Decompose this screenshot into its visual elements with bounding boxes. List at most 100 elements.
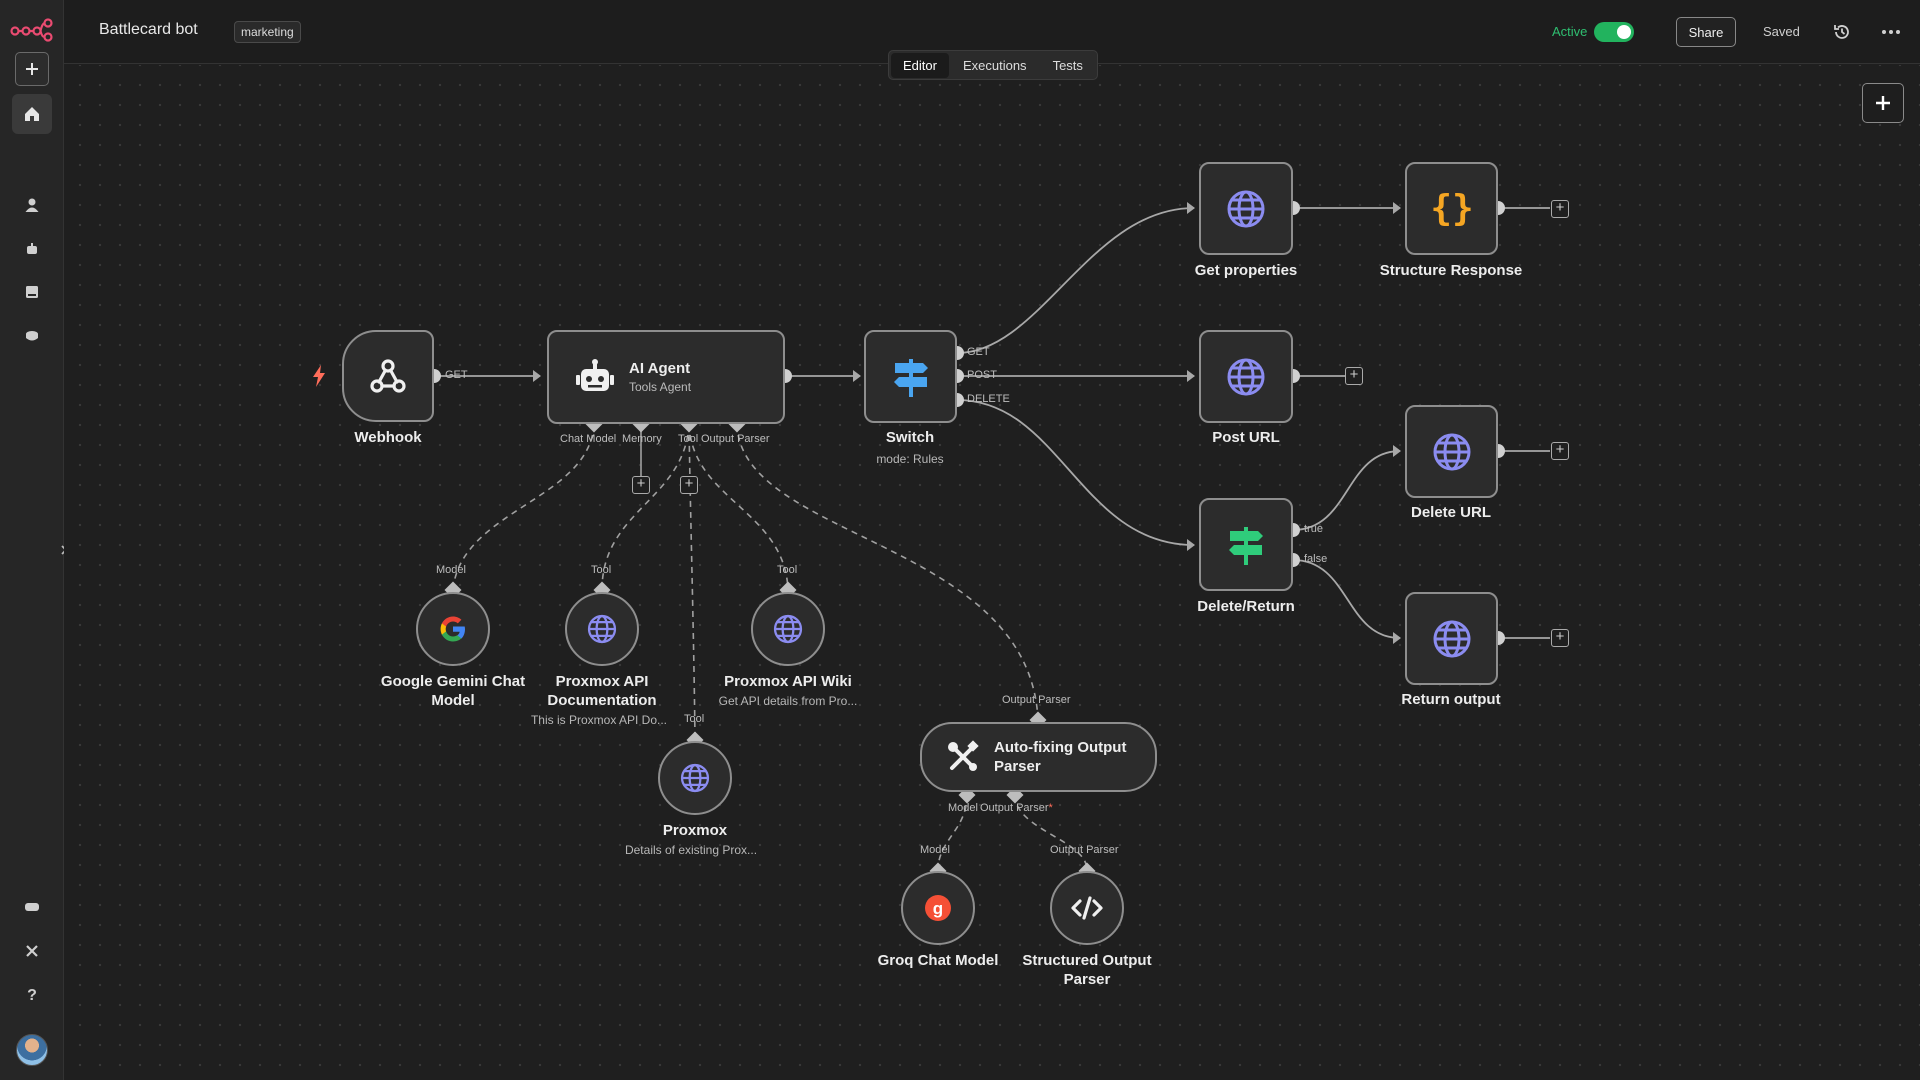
- globe-icon: [773, 614, 803, 644]
- add-after-structure-button[interactable]: +: [1551, 200, 1569, 218]
- braces-icon: {}: [1431, 188, 1473, 229]
- node-switch[interactable]: [864, 330, 957, 423]
- globe-icon: [1433, 433, 1470, 470]
- svg-text:{}: {}: [1431, 188, 1473, 229]
- svg-text:g: g: [933, 899, 943, 918]
- globe-icon: [1227, 358, 1265, 395]
- add-after-delete-button[interactable]: +: [1551, 442, 1569, 460]
- port-label-switch-get: GET: [967, 346, 990, 358]
- sidebar-item-templates[interactable]: [12, 272, 52, 312]
- edge-agent-tool-wiki: [688, 423, 789, 591]
- sidebar-item-home[interactable]: [12, 94, 52, 134]
- edge-if-false: [1292, 559, 1401, 639]
- port-label-output-parser-in: Output Parser: [1002, 694, 1071, 706]
- port-label-switch-delete: DELETE: [967, 393, 1010, 405]
- edge-agent-output-parser: [736, 423, 1039, 721]
- add-after-return-button[interactable]: +: [1551, 629, 1569, 647]
- code-icon: [1071, 896, 1103, 920]
- cloud-icon: [25, 903, 39, 911]
- x-icon: [26, 945, 38, 957]
- add-workflow-button[interactable]: [15, 52, 49, 86]
- signpost-icon: [893, 358, 928, 397]
- node-autofix-title-line2: Parser: [994, 758, 1041, 775]
- node-webhook[interactable]: [342, 330, 434, 422]
- port-label-autofix-model: Model: [948, 802, 978, 814]
- globe-icon: [1227, 190, 1265, 227]
- node-structure-response[interactable]: {}: [1405, 162, 1498, 255]
- node-post-url-label: Post URL: [1212, 429, 1280, 446]
- edge-agent-tool-doc: [601, 423, 690, 591]
- port-label-groq-model: Model: [920, 844, 950, 856]
- robot-icon: [576, 359, 614, 391]
- add-memory-button[interactable]: +: [632, 476, 650, 494]
- workflow-title[interactable]: Battlecard bot: [99, 21, 198, 38]
- sidebar-item-variables[interactable]: [12, 316, 52, 356]
- node-structured-output-parser[interactable]: [1050, 871, 1124, 945]
- robot-small-icon: [27, 243, 37, 254]
- sidebar-item-project[interactable]: [12, 229, 52, 269]
- sidebar-item-help[interactable]: ?: [12, 974, 52, 1014]
- node-groq-chat-model[interactable]: g: [901, 871, 975, 945]
- node-switch-subtitle: mode: Rules: [876, 452, 944, 466]
- node-proxmox-api-documentation[interactable]: [565, 592, 639, 666]
- workflow-tag[interactable]: marketing: [234, 21, 301, 43]
- top-bar: Battlecard bot marketing Active Share Sa…: [64, 0, 1920, 64]
- history-icon[interactable]: [1832, 22, 1852, 42]
- port-label-autofix-output-parser-text: Output Parser: [980, 802, 1049, 814]
- edge-agent-tool-proxmox: [688, 423, 696, 741]
- node-get-properties[interactable]: [1199, 162, 1293, 255]
- port-label-output-parser: Output Parser: [701, 433, 770, 445]
- more-options-icon[interactable]: [1879, 22, 1903, 42]
- saved-status: Saved: [1763, 24, 1800, 39]
- active-toggle[interactable]: [1594, 22, 1634, 42]
- node-ai-agent[interactable]: AI Agent Tools Agent: [547, 330, 785, 424]
- node-delete-return[interactable]: [1199, 498, 1293, 591]
- user-avatar[interactable]: [16, 1034, 48, 1066]
- node-structure-response-label: Structure Response: [1379, 262, 1523, 279]
- port-label-autofix-output-parser: Output Parser*: [980, 802, 1053, 814]
- node-proxmox-doc-label-line1: Proxmox API: [555, 673, 649, 690]
- edge-switch-delete: [956, 399, 1195, 546]
- workflow-canvas[interactable]: [64, 65, 1920, 1080]
- tab-editor[interactable]: Editor: [891, 52, 949, 78]
- plus-icon: [26, 63, 38, 75]
- node-get-properties-label: Get properties: [1194, 262, 1298, 279]
- node-structured-label-line2: Parser: [1063, 971, 1111, 988]
- tab-executions[interactable]: Executions: [962, 57, 1027, 73]
- port-label-if-false: false: [1304, 553, 1328, 565]
- add-tool-button[interactable]: +: [680, 476, 698, 494]
- node-google-gemini[interactable]: [416, 592, 490, 666]
- node-google-gemini-label-line1: Google Gemini Chat: [380, 673, 526, 690]
- share-button[interactable]: Share: [1676, 17, 1736, 47]
- signpost-icon: [1229, 526, 1263, 565]
- port-label-tool-doc: Tool: [591, 564, 612, 576]
- port-label-tool-wiki: Tool: [777, 564, 798, 576]
- port-label-tool-proxmox: Tool: [684, 713, 705, 725]
- globe-icon: [680, 763, 710, 793]
- required-mark: *: [1048, 802, 1053, 814]
- sidebar-item-personal[interactable]: [12, 185, 52, 225]
- node-proxmox[interactable]: [658, 741, 732, 815]
- node-delete-url-label: Delete URL: [1410, 504, 1492, 521]
- sidebar-item-admin[interactable]: [12, 887, 52, 927]
- node-proxmox-wiki-subtitle: Get API details from Pro...: [718, 694, 858, 708]
- n8n-logo-icon[interactable]: [10, 14, 54, 42]
- port-label-memory: Memory: [622, 433, 662, 445]
- sidebar: ?: [0, 0, 68, 1080]
- sidebar-item-whats-new[interactable]: [12, 931, 52, 971]
- edge-agent-model: [452, 423, 595, 591]
- add-after-post-button[interactable]: +: [1345, 367, 1363, 385]
- port-label-model: Model: [436, 564, 466, 576]
- node-delete-url[interactable]: [1405, 405, 1498, 498]
- edge-switch-get: [956, 207, 1195, 354]
- node-proxmox-label: Proxmox: [662, 822, 728, 839]
- node-proxmox-api-wiki[interactable]: [751, 592, 825, 666]
- add-node-button[interactable]: [1862, 83, 1904, 123]
- tab-tests[interactable]: Tests: [1052, 57, 1083, 73]
- node-return-output[interactable]: [1405, 592, 1498, 685]
- node-post-url[interactable]: [1199, 330, 1293, 423]
- port-label-webhook-get: GET: [445, 369, 468, 381]
